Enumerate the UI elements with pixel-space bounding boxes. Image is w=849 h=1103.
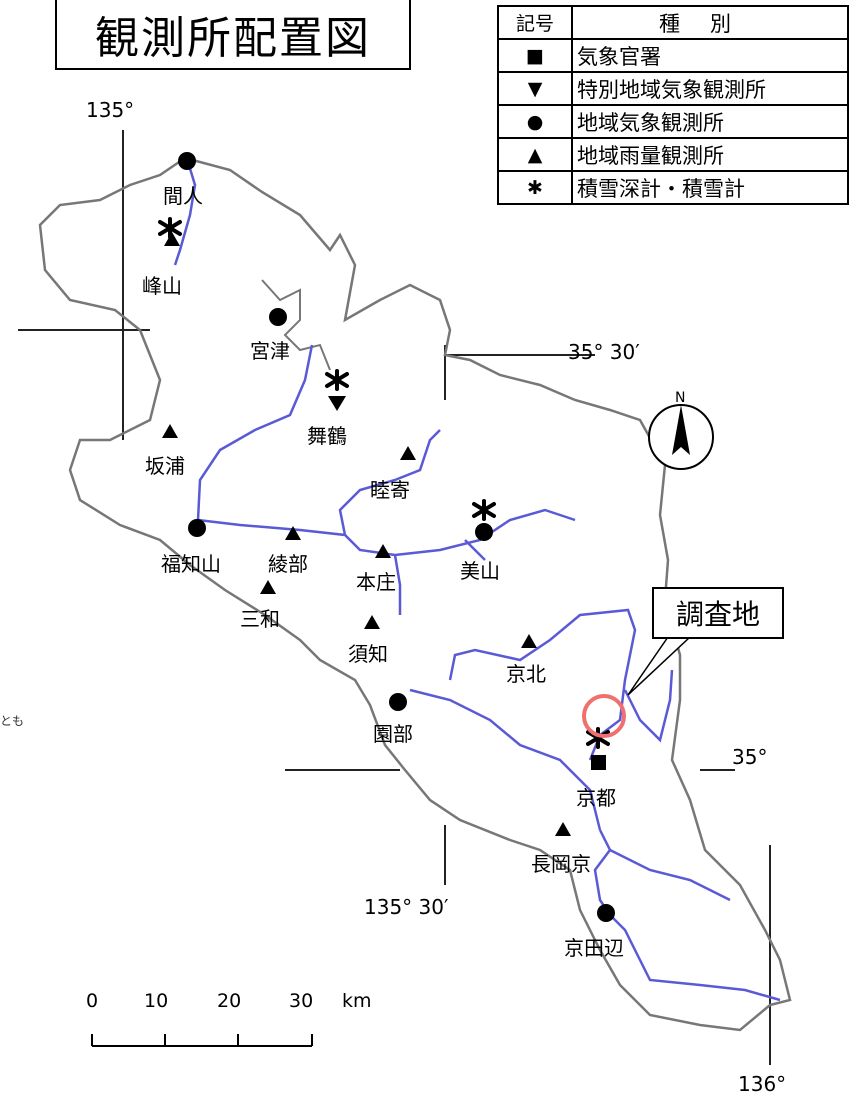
- map-title: 観測所配置図: [55, 0, 411, 70]
- legend-label: 気象官署: [571, 38, 849, 73]
- scale-tick-label: 0: [86, 990, 99, 1012]
- station-label-fukuchiyama: 福知山: [161, 552, 221, 576]
- legend-row: ▼ 特別地域気象観測所: [497, 71, 849, 106]
- survey-site-circle: [582, 694, 626, 738]
- scale-bar: [91, 1034, 313, 1047]
- legend-row: ■ 気象官署: [497, 38, 849, 73]
- legend-label: 地域気象観測所: [571, 104, 849, 139]
- station-label-kyoto: 京都: [576, 786, 616, 810]
- legend-table: 記号 種別 ■ 気象官署 ▼ 特別地域気象観測所 ● 地域気象観測所 ▲ 地域雨…: [497, 5, 849, 205]
- coord-lon-136: 136°: [738, 1072, 787, 1096]
- cropped-side-text: とも: [0, 714, 25, 728]
- legend-label: 特別地域気象観測所: [571, 71, 849, 106]
- down-triangle-icon: ▼: [497, 71, 573, 106]
- station-label-miyazu: 宮津: [250, 339, 290, 363]
- coord-lat-35: 35°: [732, 745, 768, 769]
- station-label-mutsuyori: 睦寄: [370, 478, 410, 502]
- station-label-ayabe: 綾部: [268, 552, 308, 576]
- station-label-keihoku: 京北: [506, 662, 546, 686]
- svg-text:N: N: [675, 390, 685, 406]
- station-label-mabito: 間人: [163, 184, 203, 208]
- rivers: [173, 161, 781, 1002]
- asterisk-icon: ✱: [497, 170, 573, 205]
- station-markers: [162, 152, 615, 922]
- circle-icon: ●: [497, 104, 573, 139]
- legend-header-kind: 種別: [571, 5, 849, 40]
- station-label-maizuru: 舞鶴: [307, 424, 347, 448]
- legend-row: ● 地域気象観測所: [497, 104, 849, 139]
- coord-lon-135: 135°: [86, 98, 135, 122]
- north-arrow-icon: N: [648, 390, 714, 470]
- station-label-nagaokakyo: 長岡京: [531, 852, 591, 876]
- station-label-miwa: 三和: [240, 607, 280, 631]
- legend-header-symbol: 記号: [497, 5, 573, 40]
- station-label-honjo: 本庄: [356, 570, 396, 594]
- square-icon: ■: [497, 38, 573, 73]
- prefecture-boundary: [38, 156, 792, 1032]
- coord-lon-135-30: 135° 30′: [364, 895, 449, 919]
- station-label-miyama: 美山: [460, 559, 500, 583]
- legend-row: ✱ 積雪深計・積雪計: [497, 170, 849, 205]
- coord-lat-35-30: 35° 30′: [568, 340, 640, 364]
- coastline: [261, 279, 331, 371]
- legend-row: ▲ 地域雨量観測所: [497, 137, 849, 172]
- station-label-mineyama: 峰山: [142, 274, 182, 298]
- station-label-sakaura: 坂浦: [145, 454, 185, 478]
- station-label-sonobe: 園部: [373, 722, 413, 746]
- station-label-kyotanabe: 京田辺: [564, 936, 624, 960]
- legend-header: 記号 種別: [497, 5, 849, 40]
- survey-site-callout: 調査地: [652, 587, 784, 639]
- scale-tick-label: 30: [289, 990, 314, 1012]
- legend-label: 地域雨量観測所: [571, 137, 849, 172]
- up-triangle-icon: ▲: [497, 137, 573, 172]
- legend-label: 積雪深計・積雪計: [571, 170, 849, 205]
- station-label-suchi: 須知: [348, 642, 388, 666]
- scale-tick-label: 10: [144, 990, 169, 1012]
- scale-unit: km: [342, 990, 372, 1012]
- scale-tick-label: 20: [217, 990, 242, 1012]
